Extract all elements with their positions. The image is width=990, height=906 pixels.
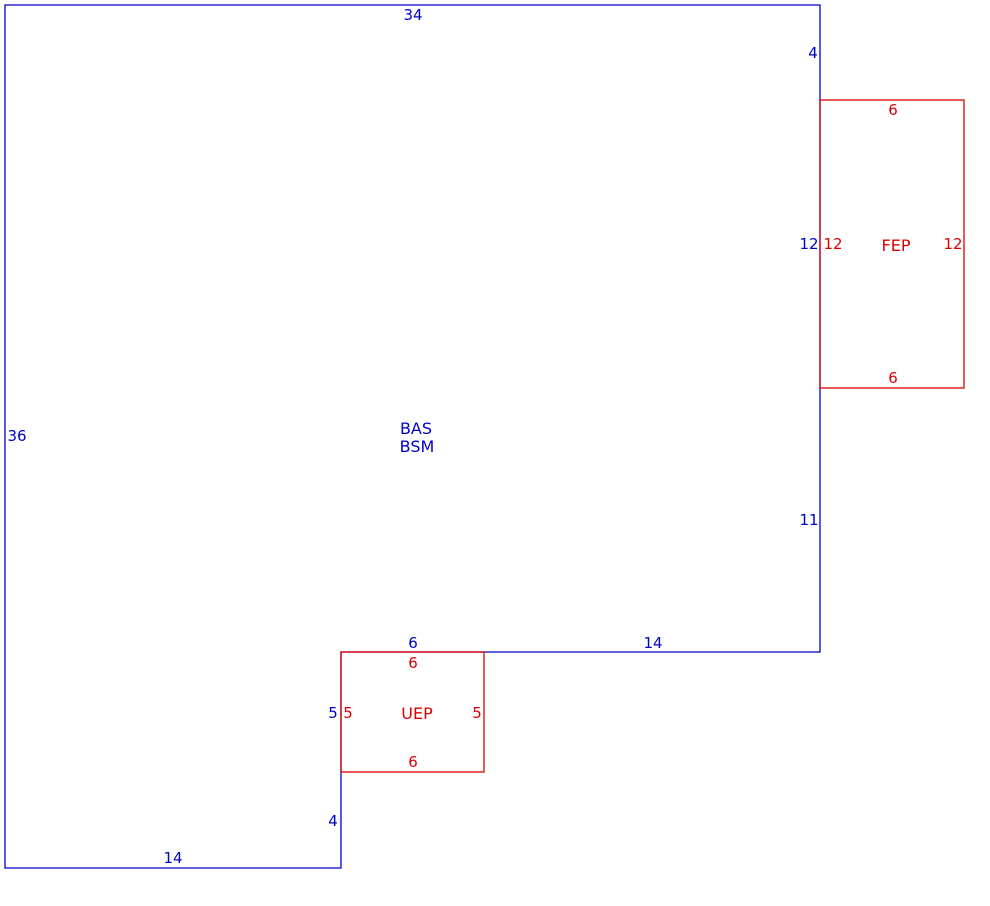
dim-main-top-right-segment: 4 [808,44,818,62]
dim-uep-bottom: 6 [408,753,418,771]
dim-main-right-lower: 11 [799,511,818,529]
dim-fep-left: 12 [823,235,842,253]
main-area-label-bsm: BSM [400,437,435,456]
dim-main-notch-left-lower: 4 [328,812,338,830]
uep-label: UEP [401,704,433,723]
main-area-label-bas: BAS [400,419,432,438]
dim-main-top: 34 [403,6,422,24]
fep-outline [819,99,965,389]
dim-main-notch-left-shared-uep: 5 [328,704,338,722]
dim-fep-bottom: 6 [888,369,898,387]
uep-outline [340,651,485,773]
dim-main-right-shared-fep: 12 [799,235,818,253]
dim-uep-right: 5 [472,704,482,722]
fep-label: FEP [882,236,911,255]
dim-main-bottom: 14 [163,849,182,867]
dim-main-notch-top-right: 14 [643,634,662,652]
dim-main-notch-top-shared-uep: 6 [408,634,418,652]
dim-fep-top: 6 [888,101,898,119]
dim-uep-top: 6 [408,654,418,672]
dim-fep-right: 12 [943,235,962,253]
dim-uep-left: 5 [343,704,353,722]
dim-main-left: 36 [7,427,26,445]
